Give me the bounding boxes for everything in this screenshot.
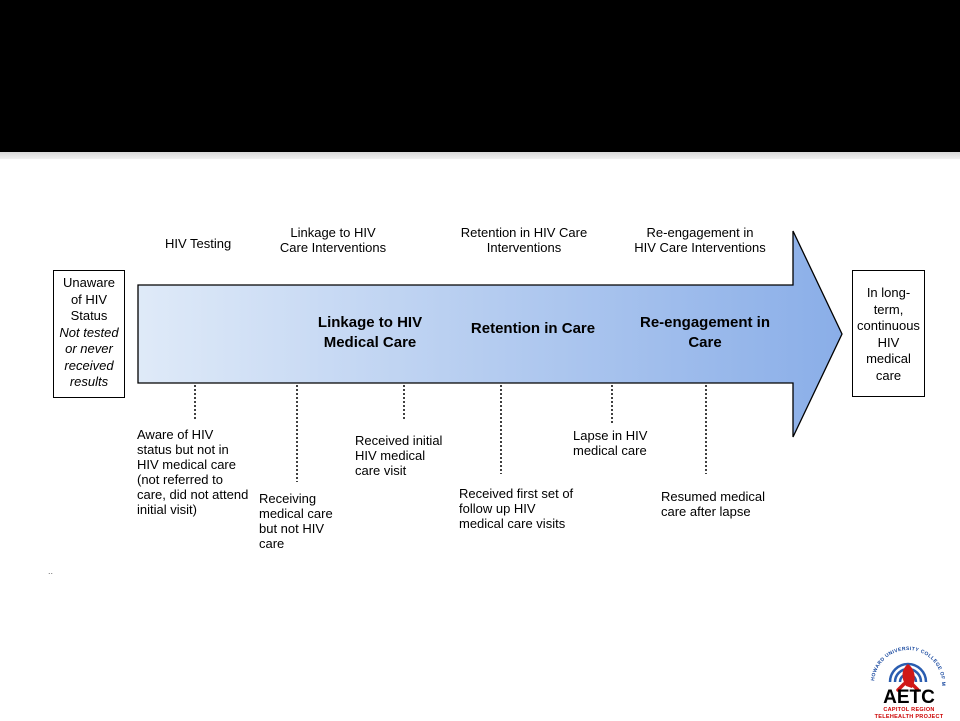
milestone-resumed: Resumed medical care after lapse [661, 489, 766, 519]
milestone-connectors [194, 385, 707, 482]
milestone-aware: Aware of HIV status but not in HIV medic… [137, 427, 249, 517]
intervention-hiv-testing: HIV Testing [165, 236, 232, 251]
unaware-italic-1: Not tested [59, 324, 119, 340]
unaware-line-1: Unaware [62, 275, 116, 290]
title-divider [0, 152, 960, 159]
logo-subtitle-1: CAPITOL REGION [883, 707, 935, 713]
svg-text:HOWARD UNIVERSITY COLLEGE OF M: HOWARD UNIVERSITY COLLEGE OF MEDICINE [860, 640, 946, 686]
long-term-line-4: HIV [877, 334, 900, 350]
long-term-line-6: care [875, 367, 902, 383]
unaware-status-box: Unaware of HIV Status Not tested or neve… [53, 270, 125, 398]
long-term-line-3: continuous [857, 318, 920, 333]
milestone-follow-up: Received first set of follow up HIV medi… [459, 486, 574, 531]
footnote-mark: .. [48, 566, 54, 576]
logo-text: AETC CAPITOL REGION TELEHEALTH PROJECT [864, 688, 954, 721]
hiv-ribbon-icon [888, 662, 928, 692]
unaware-italic-3: received [64, 357, 114, 373]
unaware-line-2: of HIV [70, 291, 108, 307]
logo-subtitle-2: TELEHEALTH PROJECT [874, 714, 944, 720]
aetc-logo: HOWARD UNIVERSITY COLLEGE OF MEDICINE [860, 640, 946, 692]
logo-name: AETC [883, 687, 935, 708]
long-term-line-2: term, [873, 301, 904, 317]
stage-retention: Retention in Care [470, 320, 596, 337]
long-term-line-5: medical [866, 351, 911, 366]
long-term-care-box: In long- term, continuous HIV medical ca… [852, 270, 925, 397]
unaware-italic-2: or never [65, 341, 113, 356]
unaware-italic-4: results [69, 374, 109, 389]
milestone-initial-visit: Received initial HIV medical care visit [355, 433, 443, 478]
milestone-receiving: Receiving medical care but not HIV care [259, 491, 333, 551]
continuum-arrow [137, 230, 843, 438]
long-term-line-1: In long- [866, 285, 911, 300]
title-bar [0, 0, 960, 152]
milestone-lapse: Lapse in HIV medical care [573, 428, 648, 458]
logo-arc-text: HOWARD UNIVERSITY COLLEGE OF MEDICINE [860, 640, 946, 686]
unaware-line-3: Status [70, 308, 108, 323]
